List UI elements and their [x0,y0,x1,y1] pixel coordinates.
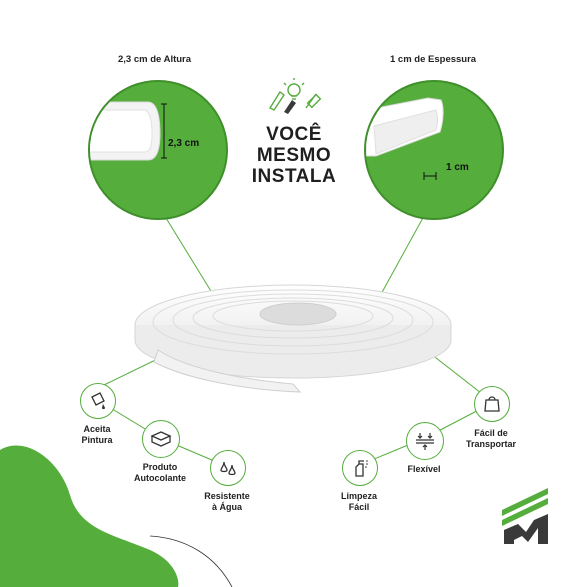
headline: VOCÊ MESMO INSTALA [232,124,356,187]
feature-icon-cleaning [342,450,378,486]
profile-height-illustration [90,101,167,161]
coiled-profile-product [134,284,452,393]
feature-label-paint: Aceita Pintura [81,424,113,445]
headline-line-1: VOCÊ [266,124,322,145]
feature-icon-water [210,450,246,486]
water-drops-icon [220,461,236,476]
feature-icon-bag [474,386,510,422]
feature-icon-paint [80,383,116,419]
thickness-detail-circle: 1 cm [364,80,504,220]
tools-lightbulb-icon [268,78,322,114]
feature-icon-flex [406,422,444,460]
thickness-title: 1 cm de Espessura [390,54,477,65]
height-measure: 2,3 cm [168,138,200,149]
height-title: 2,3 cm de Altura [118,54,192,65]
feature-label-adhesive: Produto Autocolante [133,462,186,483]
feature-label-transport: Fácil de Transportar [465,428,516,449]
paint-bucket-icon [91,392,105,410]
headline-line-3: INSTALA [251,166,337,187]
green-blob-decoration [0,445,233,587]
feature-label-cleaning: Limpeza Fácil [340,491,377,512]
thickness-measure: 1 cm [446,162,469,173]
flex-arrows-icon [416,433,434,450]
feature-icon-adhesive [142,420,180,458]
feature-label-flex: Flexível [407,464,441,474]
adhesive-tape-icon [150,431,172,447]
profile-thickness-illustration [366,97,444,180]
feature-label-water: Resistente à Água [204,491,250,512]
bag-icon [484,396,500,412]
cleaning-spray-icon [355,460,368,477]
headline-line-2: MESMO [256,145,332,166]
height-detail-circle: 2,3 cm [88,80,228,220]
brand-m-logo-icon [502,488,548,544]
